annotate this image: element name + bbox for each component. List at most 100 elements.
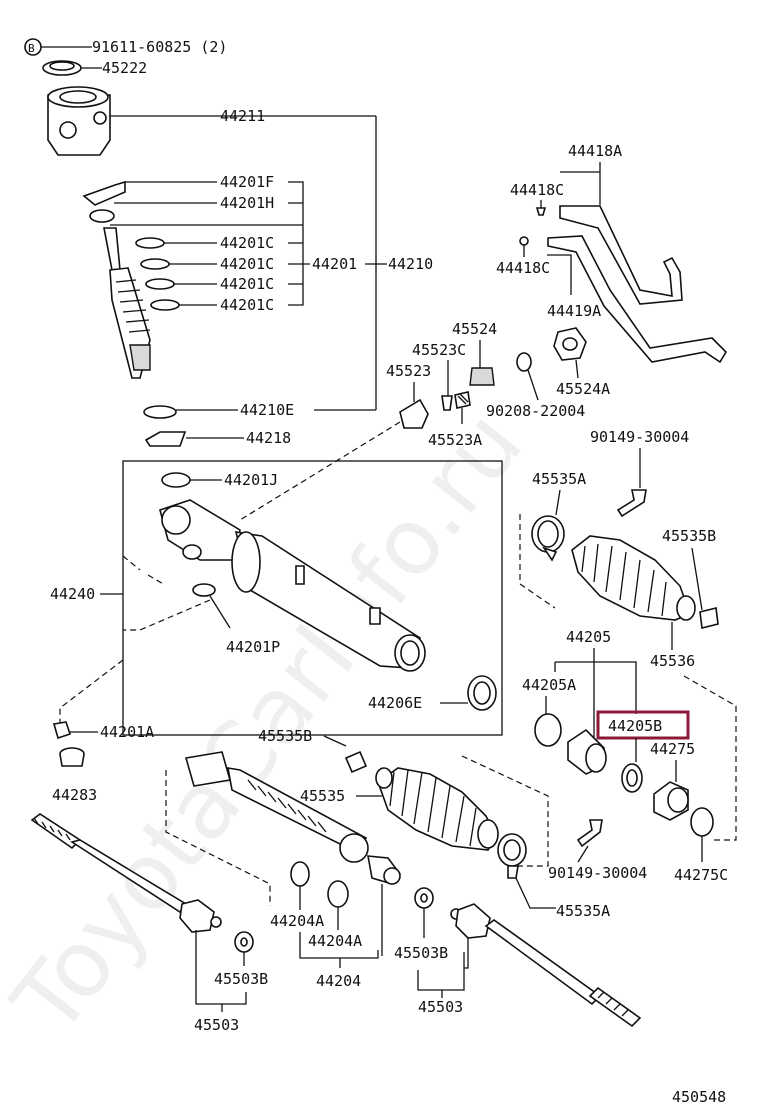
label-45536: 45536	[650, 652, 695, 670]
label-45222: 45222	[102, 59, 147, 77]
part-45523C-pin	[441, 395, 453, 411]
assembly-box-44240	[122, 460, 503, 736]
part-45535-boot	[375, 767, 499, 851]
label-45535B-2: 45535B	[258, 727, 312, 745]
svg-text:B: B	[28, 42, 35, 55]
label-44205A: 44205A	[522, 676, 576, 694]
part-90149-bolt-1	[616, 489, 647, 518]
label-44205B: 44205B	[608, 717, 662, 735]
label-44201A: 44201A	[100, 723, 154, 741]
part-45524-fitting	[469, 367, 495, 386]
label-45535A-2: 45535A	[556, 902, 610, 920]
label-44201: 44201	[312, 255, 357, 273]
part-44201A-fitting	[52, 721, 72, 740]
highlight-44205B	[596, 710, 690, 740]
label-45524A: 45524A	[556, 380, 610, 398]
label-44204A-2: 44204A	[308, 932, 362, 950]
part-90208-washer	[516, 352, 532, 372]
label-44201C-1: 44201C	[220, 234, 274, 252]
figure-number: 450548	[672, 1088, 726, 1106]
label-44201C-4: 44201C	[220, 296, 274, 314]
label-44418C-1: 44418C	[510, 181, 564, 199]
label-44418C-2: 44418C	[496, 259, 550, 277]
part-45503B-washer-left	[234, 931, 254, 953]
part-44283-cap	[59, 747, 85, 767]
part-44275-bushing	[653, 781, 689, 821]
label-44205: 44205	[566, 628, 611, 646]
part-rack-bar	[184, 751, 402, 885]
label-45503B-1: 45503B	[214, 970, 268, 988]
bolt-b-symbol: B	[24, 38, 42, 56]
label-44201H: 44201H	[220, 194, 274, 212]
part-44201P-ring	[192, 583, 216, 597]
part-44211-valve-housing	[47, 86, 111, 156]
label-44283: 44283	[52, 786, 97, 804]
label-44240: 44240	[50, 585, 95, 603]
part-45503-tie-rod-right	[450, 903, 642, 1028]
part-44205B-ring	[621, 763, 643, 793]
label-44204: 44204	[316, 972, 361, 990]
label-44201J: 44201J	[224, 471, 278, 489]
part-45222-washer	[42, 60, 82, 76]
label-44201P: 44201P	[226, 638, 280, 656]
label-44275C: 44275C	[674, 866, 728, 884]
label-45523: 45523	[386, 362, 431, 380]
part-44240-rack-housing	[159, 499, 426, 672]
part-45535A-clamp-2	[497, 833, 527, 879]
part-44205-bushing	[567, 728, 607, 775]
label-44211: 44211	[220, 107, 265, 125]
label-90208-22004: 90208-22004	[486, 402, 585, 420]
part-45535A-clamp-1	[531, 515, 565, 562]
label-91611-60825: 91611-60825 (2)	[92, 38, 227, 56]
label-44275: 44275	[650, 740, 695, 758]
label-44418A: 44418A	[568, 142, 622, 160]
label-90149-30004-2: 90149-30004	[548, 864, 647, 882]
part-44201C-seals	[135, 237, 180, 311]
part-45524A-nut	[553, 327, 587, 361]
label-45503-2: 45503	[418, 998, 463, 1016]
part-45535B-clamp-1	[699, 607, 719, 629]
part-45536-boot	[571, 535, 696, 621]
label-44419A: 44419A	[547, 302, 601, 320]
part-44205A-ring	[534, 713, 562, 747]
part-45503B-washer-right	[414, 887, 434, 909]
part-44201H-ring	[89, 209, 115, 223]
part-45503-tie-rod-left	[30, 813, 222, 933]
label-90149-30004-1: 90149-30004	[590, 428, 689, 446]
watermark: ToyotaCarInfo.ru	[0, 392, 543, 1055]
label-45503B-2: 45503B	[394, 944, 448, 962]
part-44418C-fitting-2	[519, 236, 529, 246]
label-44201C-2: 44201C	[220, 255, 274, 273]
part-pinion-shaft	[103, 227, 151, 379]
part-44419A-pipe	[547, 235, 728, 364]
part-44204A-ring-1	[290, 861, 310, 887]
part-44218-gasket	[144, 431, 187, 447]
part-45523-housing	[399, 398, 429, 429]
label-44210: 44210	[388, 255, 433, 273]
label-45535: 45535	[300, 787, 345, 805]
part-44418C-fitting-1	[535, 207, 547, 216]
label-44201C-3: 44201C	[220, 275, 274, 293]
label-44204A-1: 44204A	[270, 912, 324, 930]
part-44204A-ring-2	[327, 880, 349, 908]
part-44201J-ring	[161, 472, 191, 488]
part-44206E-seal	[467, 675, 497, 711]
label-44206E: 44206E	[368, 694, 422, 712]
label-44201F: 44201F	[220, 173, 274, 191]
part-90149-bolt-2	[576, 819, 603, 848]
label-45524: 45524	[452, 320, 497, 338]
part-44418A-pipe	[559, 205, 683, 305]
part-45523A-spring	[454, 391, 471, 409]
label-44218: 44218	[246, 429, 291, 447]
label-45523A: 45523A	[428, 431, 482, 449]
part-45535B-clamp-2	[344, 750, 368, 774]
part-44275C-ring	[690, 807, 714, 837]
label-45523C: 45523C	[412, 341, 466, 359]
part-44210E-ring	[143, 405, 177, 419]
part-44201F-seal	[82, 180, 126, 206]
label-45535B-1: 45535B	[662, 527, 716, 545]
label-45503-1: 45503	[194, 1016, 239, 1034]
label-45535A-1: 45535A	[532, 470, 586, 488]
